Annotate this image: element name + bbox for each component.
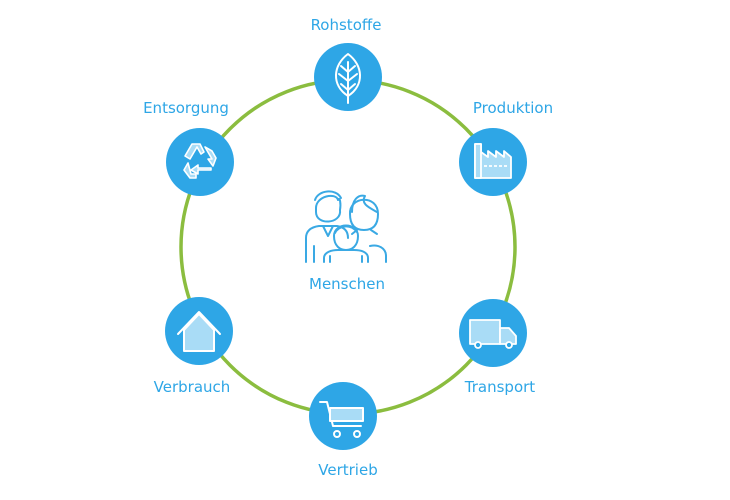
stage-verbrauch[interactable]: Verbrauch [154, 297, 233, 396]
stage-rohstoffe[interactable]: Rohstoffe [311, 16, 382, 111]
truck-icon [469, 319, 517, 349]
stage-label-transport: Transport [464, 378, 536, 396]
stage-entsorgung[interactable]: Entsorgung [143, 99, 234, 196]
lifecycle-ring [179, 78, 517, 416]
stage-label-produktion: Produktion [473, 99, 553, 117]
stage-produktion[interactable]: Produktion [459, 99, 553, 196]
leaf-icon [335, 53, 361, 104]
center-group: Menschen [305, 190, 387, 293]
factory-icon [474, 143, 512, 179]
stage-label-verbrauch: Verbrauch [154, 378, 231, 396]
house-icon [177, 311, 221, 352]
stage-label-vertrieb: Vertrieb [318, 461, 377, 479]
stage-node-entsorgung[interactable] [166, 128, 234, 196]
recycle-icon [183, 143, 217, 179]
stage-vertrieb[interactable]: Vertrieb [309, 382, 378, 479]
shopping-cart-icon [319, 401, 364, 438]
stage-transport[interactable]: Transport [459, 299, 535, 396]
stage-label-rohstoffe: Rohstoffe [311, 16, 382, 34]
family-icon [305, 190, 387, 263]
center-label: Menschen [309, 275, 385, 293]
stage-label-entsorgung: Entsorgung [143, 99, 229, 117]
